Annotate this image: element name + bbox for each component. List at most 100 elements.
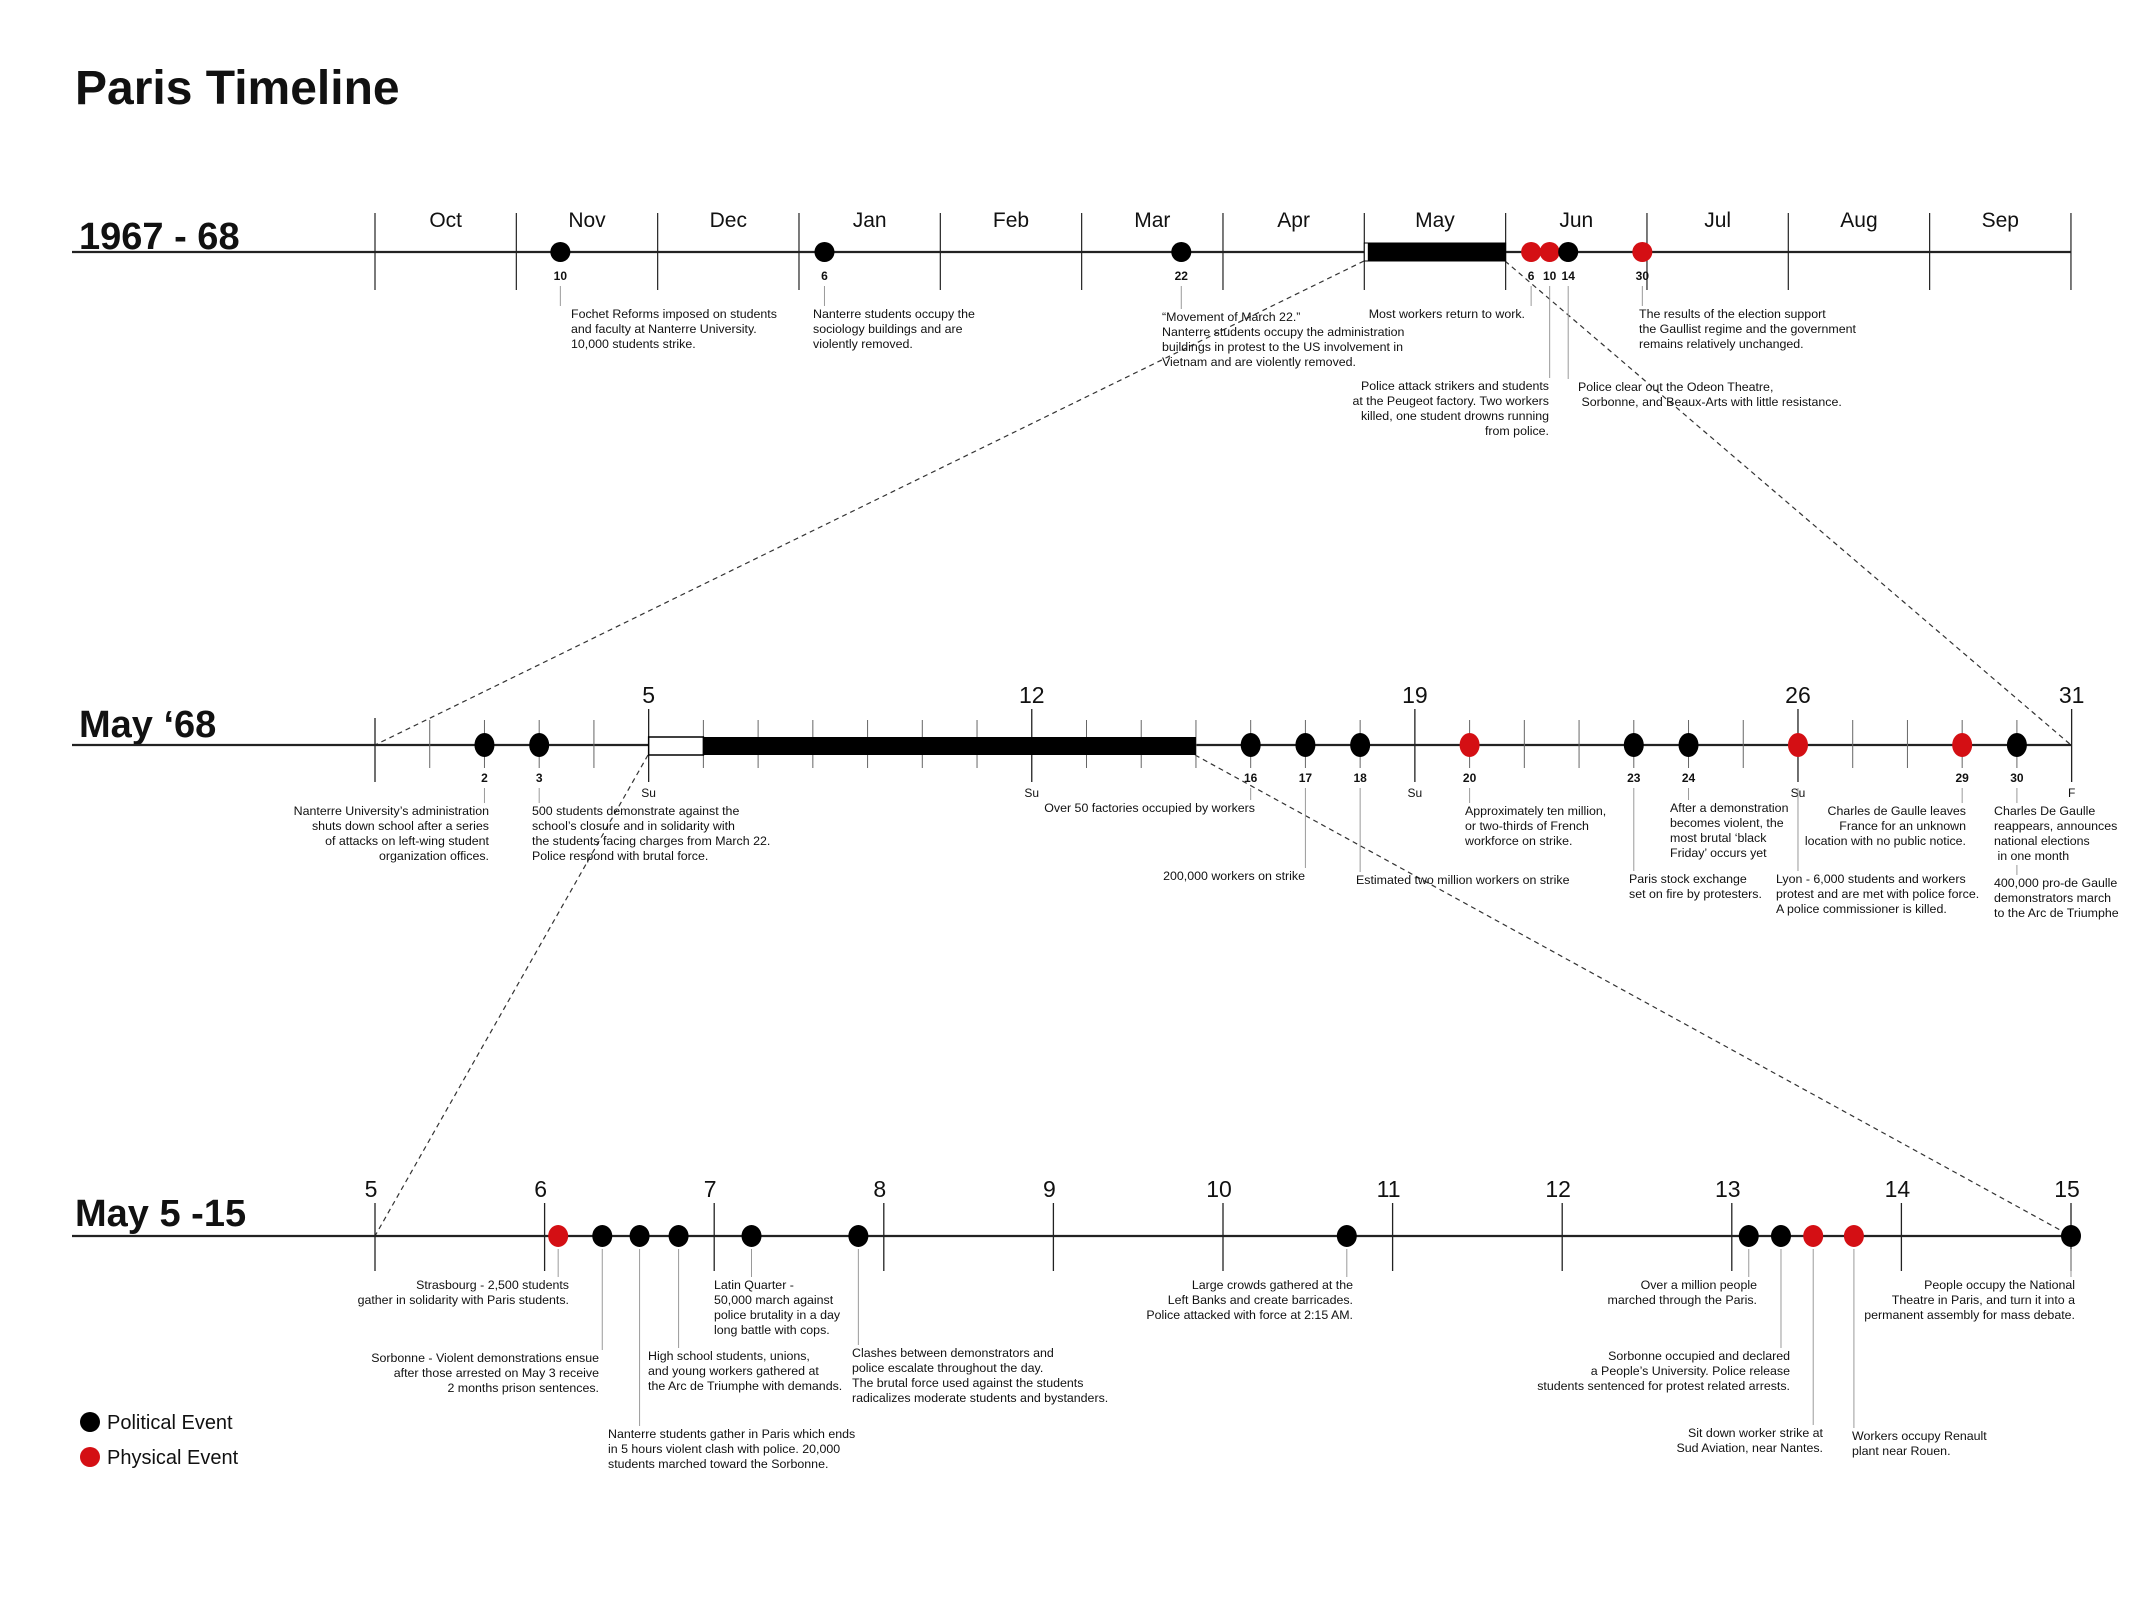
- event-note-line: Paris stock exchange: [1629, 872, 1747, 886]
- month-label: Nov: [568, 209, 606, 232]
- event-note-line: the Arc de Triumphe with demands.: [648, 1379, 842, 1393]
- month-label: Jul: [1704, 209, 1731, 232]
- event-note-line: students sentenced for protest related a…: [1537, 1379, 1790, 1393]
- week-tick-label: 5: [642, 682, 655, 708]
- event-date-label: 18: [1353, 771, 1367, 785]
- day-tick-label: 6: [534, 1176, 547, 1202]
- event-note: Nanterre students gather in Paris which …: [608, 1427, 855, 1471]
- event-note-line: Over 50 factories occupied by workers: [1044, 801, 1255, 815]
- weekday-label: Su: [641, 786, 656, 800]
- zoom-connector: [374, 260, 1365, 746]
- month-label: Sep: [1982, 209, 2019, 232]
- month-label: Dec: [710, 209, 747, 232]
- event-note-line: killed, one student drowns running: [1361, 409, 1549, 423]
- event-note-line: and faculty at Nanterre University.: [571, 322, 757, 336]
- event-note-line: Sorbonne, and Beaux-Arts with little res…: [1578, 395, 1842, 409]
- day-tick-label: 12: [1545, 1176, 1571, 1202]
- political-event-dot: [741, 1225, 762, 1247]
- event-date-label: 20: [1463, 771, 1477, 785]
- strike-period-bar-start: [1363, 242, 1369, 262]
- physical-event-dot: [1459, 733, 1480, 757]
- event-date-label: 10: [554, 269, 568, 283]
- event-note-line: to the Arc de Triumphe: [1994, 906, 2119, 920]
- event-note: Over 50 factories occupied by workers: [1044, 801, 1255, 815]
- event-note-line: Estimated two million workers on strike: [1356, 873, 1570, 887]
- event-note-line: Latin Quarter -: [714, 1278, 794, 1292]
- event-date-label: 16: [1244, 771, 1258, 785]
- event-note-line: Over a million people: [1641, 1278, 1758, 1292]
- month-label: Apr: [1277, 209, 1310, 232]
- political-event-dot: [1336, 1225, 1357, 1247]
- event-note-line: police escalate throughout the day.: [852, 1361, 1043, 1375]
- event-note-line: Clashes between demonstrators and: [852, 1346, 1054, 1360]
- row-label-may-68: May ‘68: [79, 704, 216, 746]
- political-event-dot: [550, 242, 571, 262]
- event-note-line: Most workers return to work.: [1369, 307, 1525, 321]
- event-note-line: set on fire by protesters.: [1629, 887, 1762, 901]
- strike-period-bar: [703, 737, 1196, 755]
- event-note-line: Workers occupy Renault: [1852, 1429, 1987, 1443]
- event-note-line: in one month: [1994, 849, 2069, 863]
- event-note-line: most brutal ‘black: [1670, 831, 1767, 845]
- event-note-line: Police attacked with force at 2:15 AM.: [1146, 1308, 1353, 1322]
- political-event-dot: [1770, 1225, 1791, 1247]
- event-note-line: 10,000 students strike.: [571, 337, 696, 351]
- event-note-line: national elections: [1994, 834, 2090, 848]
- legend-label: Physical Event: [107, 1447, 239, 1469]
- event-note-line: 200,000 workers on strike: [1163, 869, 1305, 883]
- month-label: Aug: [1840, 209, 1877, 232]
- event-note-line: A police commissioner is killed.: [1776, 902, 1947, 916]
- day-tick-label: 5: [365, 1176, 378, 1202]
- legend-label: Political Event: [107, 1412, 233, 1434]
- event-note-line: The results of the election support: [1639, 307, 1826, 321]
- political-event-dot: [2006, 733, 2027, 757]
- physical-event-dot: [1632, 242, 1653, 262]
- political-event-dot: [1171, 242, 1192, 262]
- event-note-line: Police respond with brutal force.: [532, 849, 708, 863]
- zoom-connector-lines: [374, 260, 2072, 1237]
- week-tick-label: 12: [1019, 682, 1045, 708]
- event-note: High school students, unions,and young w…: [648, 1349, 842, 1393]
- event-note-line: the students facing charges from March 2…: [532, 834, 770, 848]
- event-note-line: police brutality in a day: [714, 1308, 841, 1322]
- event-note-line: After a demonstration: [1670, 801, 1789, 815]
- event-note-line: the Gaullist regime and the government: [1639, 322, 1857, 336]
- political-event-dot: [1240, 733, 1261, 757]
- day-tick-label: 8: [873, 1176, 886, 1202]
- event-note-line: Nanterre students occupy the administrat…: [1162, 325, 1405, 339]
- week-tick-label: 19: [1402, 682, 1428, 708]
- event-note-line: Left Banks and create barricades.: [1168, 1293, 1353, 1307]
- event-date-label: 10: [1543, 269, 1557, 283]
- political-event-dot: [668, 1225, 689, 1247]
- event-note-line: Police clear out the Odeon Theatre,: [1578, 380, 1773, 394]
- event-note-line: “Movement of March 22.”: [1162, 310, 1300, 324]
- event-note-line: of attacks on left-wing student: [325, 834, 489, 848]
- day-tick-label: 7: [704, 1176, 717, 1202]
- event-note-line: becomes violent, the: [1670, 816, 1784, 830]
- event-note-line: Theatre in Paris, and turn it into a: [1892, 1293, 2075, 1307]
- political-legend-dot: [80, 1412, 100, 1432]
- physical-event-dot: [548, 1225, 569, 1247]
- event-note-line: High school students, unions,: [648, 1349, 810, 1363]
- event-note-line: violently removed.: [813, 337, 913, 351]
- event-note-line: Charles de Gaulle leaves: [1828, 804, 1966, 818]
- event-note-line: at the Peugeot factory. Two workers: [1352, 394, 1549, 408]
- event-note-line: Approximately ten million,: [1465, 804, 1606, 818]
- event-note-line: Sorbonne occupied and declared: [1608, 1349, 1790, 1363]
- strike-bar-start: [647, 736, 705, 756]
